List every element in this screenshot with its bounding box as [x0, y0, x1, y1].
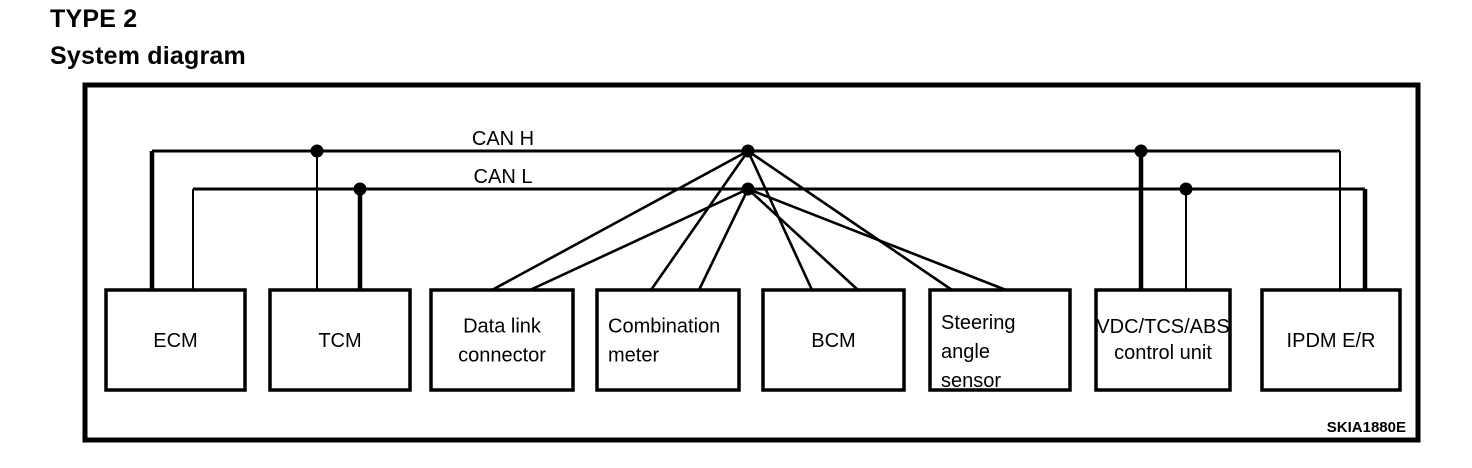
can-h-to-bcm [746, 150, 814, 291]
page-subtitle: System diagram [50, 42, 246, 70]
tcm-box [268, 288, 412, 392]
combination-meter-box-text-line-2: meter [608, 345, 659, 367]
component-labels: ECM TCM Data link connector Combination meter… [153, 312, 1375, 392]
can-h-vdc-node [1134, 144, 1148, 158]
can-l-to-steering-angle-sensor [747, 187, 1007, 292]
can-h-label: CAN H [472, 128, 534, 150]
diagram-frame [82, 82, 1421, 443]
can-h-tcm-node [310, 144, 324, 158]
data-link-connector-box [429, 288, 575, 392]
can-h-fan-node [741, 144, 755, 158]
vdc-tcs-abs-control-unit-box-text-line-2: control unit [1114, 342, 1212, 364]
steering-angle-sensor-box-text-line-3: sensor [941, 370, 1001, 392]
data-link-connector-box-text-line-1: Data link [463, 316, 542, 338]
tcm-box-text-line-1: TCM [318, 330, 361, 352]
bcm-box [761, 288, 906, 392]
component-boxes [104, 288, 1402, 392]
steering-angle-sensor-box-text-line-2: angle [941, 341, 990, 363]
ipdm-er-box [1260, 288, 1402, 392]
can-h-to-data-link-connector [491, 149, 749, 292]
can-l-to-bcm [747, 188, 859, 291]
bcm-box-text-line-1: BCM [811, 330, 855, 352]
ipdm-er-box-text-line-1: IPDM E/R [1287, 330, 1376, 352]
ecm-box-text-line-1: ECM [153, 330, 197, 352]
data-link-connector-box-text-line-2: connector [458, 345, 546, 367]
vdc-tcs-abs-control-unit-box-text-line-1: VDC/TCS/ABS [1096, 316, 1229, 338]
page-title: TYPE 2 [50, 5, 138, 33]
can-l-to-data-link-connector [529, 187, 749, 292]
ecm-box [104, 288, 247, 392]
combination-meter-box-text-line-1: Combination [608, 316, 720, 338]
combination-meter-box [595, 288, 741, 392]
vdc-tcs-abs-control-unit-box [1094, 288, 1232, 392]
can-l-vdc-node [1179, 182, 1193, 196]
steering-angle-sensor-box-text-line-1: Steering [941, 312, 1016, 334]
can-l-to-combination-meter [697, 188, 750, 291]
can-h-to-steering-angle-sensor [747, 149, 953, 292]
steering-angle-sensor-box [928, 288, 1072, 392]
junction-nodes [310, 144, 1193, 196]
can-h-to-combination-meter [649, 150, 750, 291]
can-l-label: CAN L [474, 166, 533, 188]
can-l-tcm-node [353, 182, 367, 196]
fan-out-branches [491, 149, 1007, 292]
figure-code: SKIA1880E [1327, 419, 1406, 436]
can-l-fan-node [741, 182, 755, 196]
branch-legs [149, 151, 1368, 290]
